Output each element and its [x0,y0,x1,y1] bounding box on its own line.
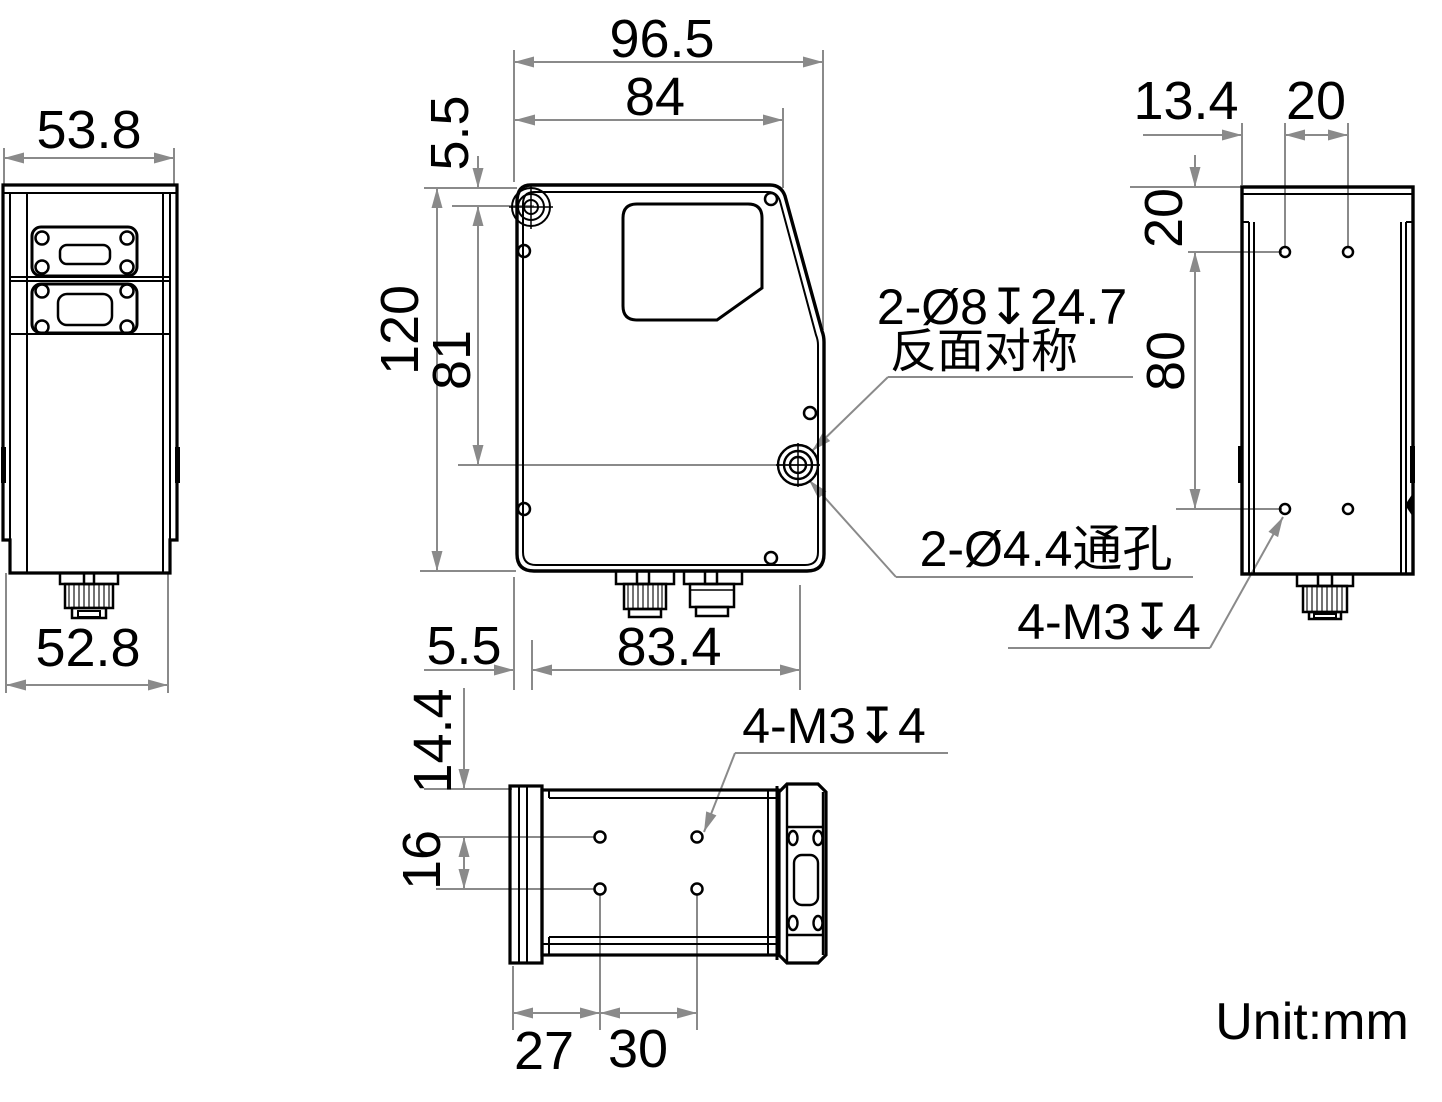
annotation-counterbore-note: 反面对称 [890,324,1078,378]
dim-front-hole-height: 81 [422,329,482,391]
annotation-tap-spec-side: 4-M3↧4 [1017,594,1201,650]
annotation-through-hole-spec: 2-Ø4.4通孔 [919,521,1173,577]
dim-back-width-bottom: 52.8 [35,618,141,678]
dim-front-width-upper: 84 [624,67,686,127]
annotation-counterbore-spec: 2-Ø8↧24.7 [876,279,1128,335]
front-view-linework [509,183,826,619]
dim-front-width-total: 96.5 [609,9,715,69]
dim-bottom-row-spacing: 16 [392,829,452,891]
side-view-linework [1238,185,1415,621]
dim-bottom-hole-spacing: 30 [607,1019,669,1079]
dim-front-bottom-offset: 5.5 [426,616,502,676]
annotation-tap-spec-bottom: 4-M3↧4 [742,698,926,754]
dim-side-top-to-hole: 20 [1134,187,1194,249]
dim-back-width-top: 53.8 [36,100,142,160]
dim-bottom-depth-offset: 14.4 [403,688,463,794]
dim-bottom-edge-to-hole: 27 [513,1021,575,1081]
dim-front-width-bottom: 83.4 [616,617,722,677]
dim-side-hole-spacing: 20 [1285,71,1347,131]
dim-front-height-total: 120 [370,284,430,376]
back-view-linework [1,183,180,620]
dim-front-top-offset: 5.5 [420,95,480,171]
unit-label: Unit:mm [1215,993,1409,1051]
dim-side-edge-to-hole: 13.4 [1133,71,1239,131]
dim-side-hole-span: 80 [1136,330,1196,392]
bottom-view-linework [508,782,828,965]
